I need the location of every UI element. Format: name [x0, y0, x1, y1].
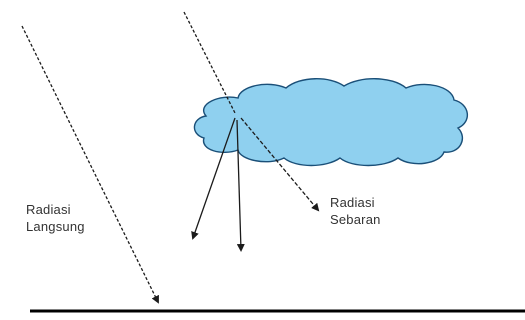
diffuse-radiation-label: Radiasi Sebaran	[330, 194, 381, 228]
direct-radiation-label: Radiasi Langsung	[26, 201, 85, 235]
diffuse-radiation-label-line2: Sebaran	[330, 211, 381, 228]
incoming-ray-to-cloud	[184, 12, 235, 113]
direct-radiation-label-line1: Radiasi	[26, 201, 85, 218]
cloud-shape	[194, 79, 467, 166]
diffuse-radiation-label-line1: Radiasi	[330, 194, 381, 211]
direct-radiation-ray	[22, 26, 158, 302]
direct-radiation-label-line2: Langsung	[26, 218, 85, 235]
